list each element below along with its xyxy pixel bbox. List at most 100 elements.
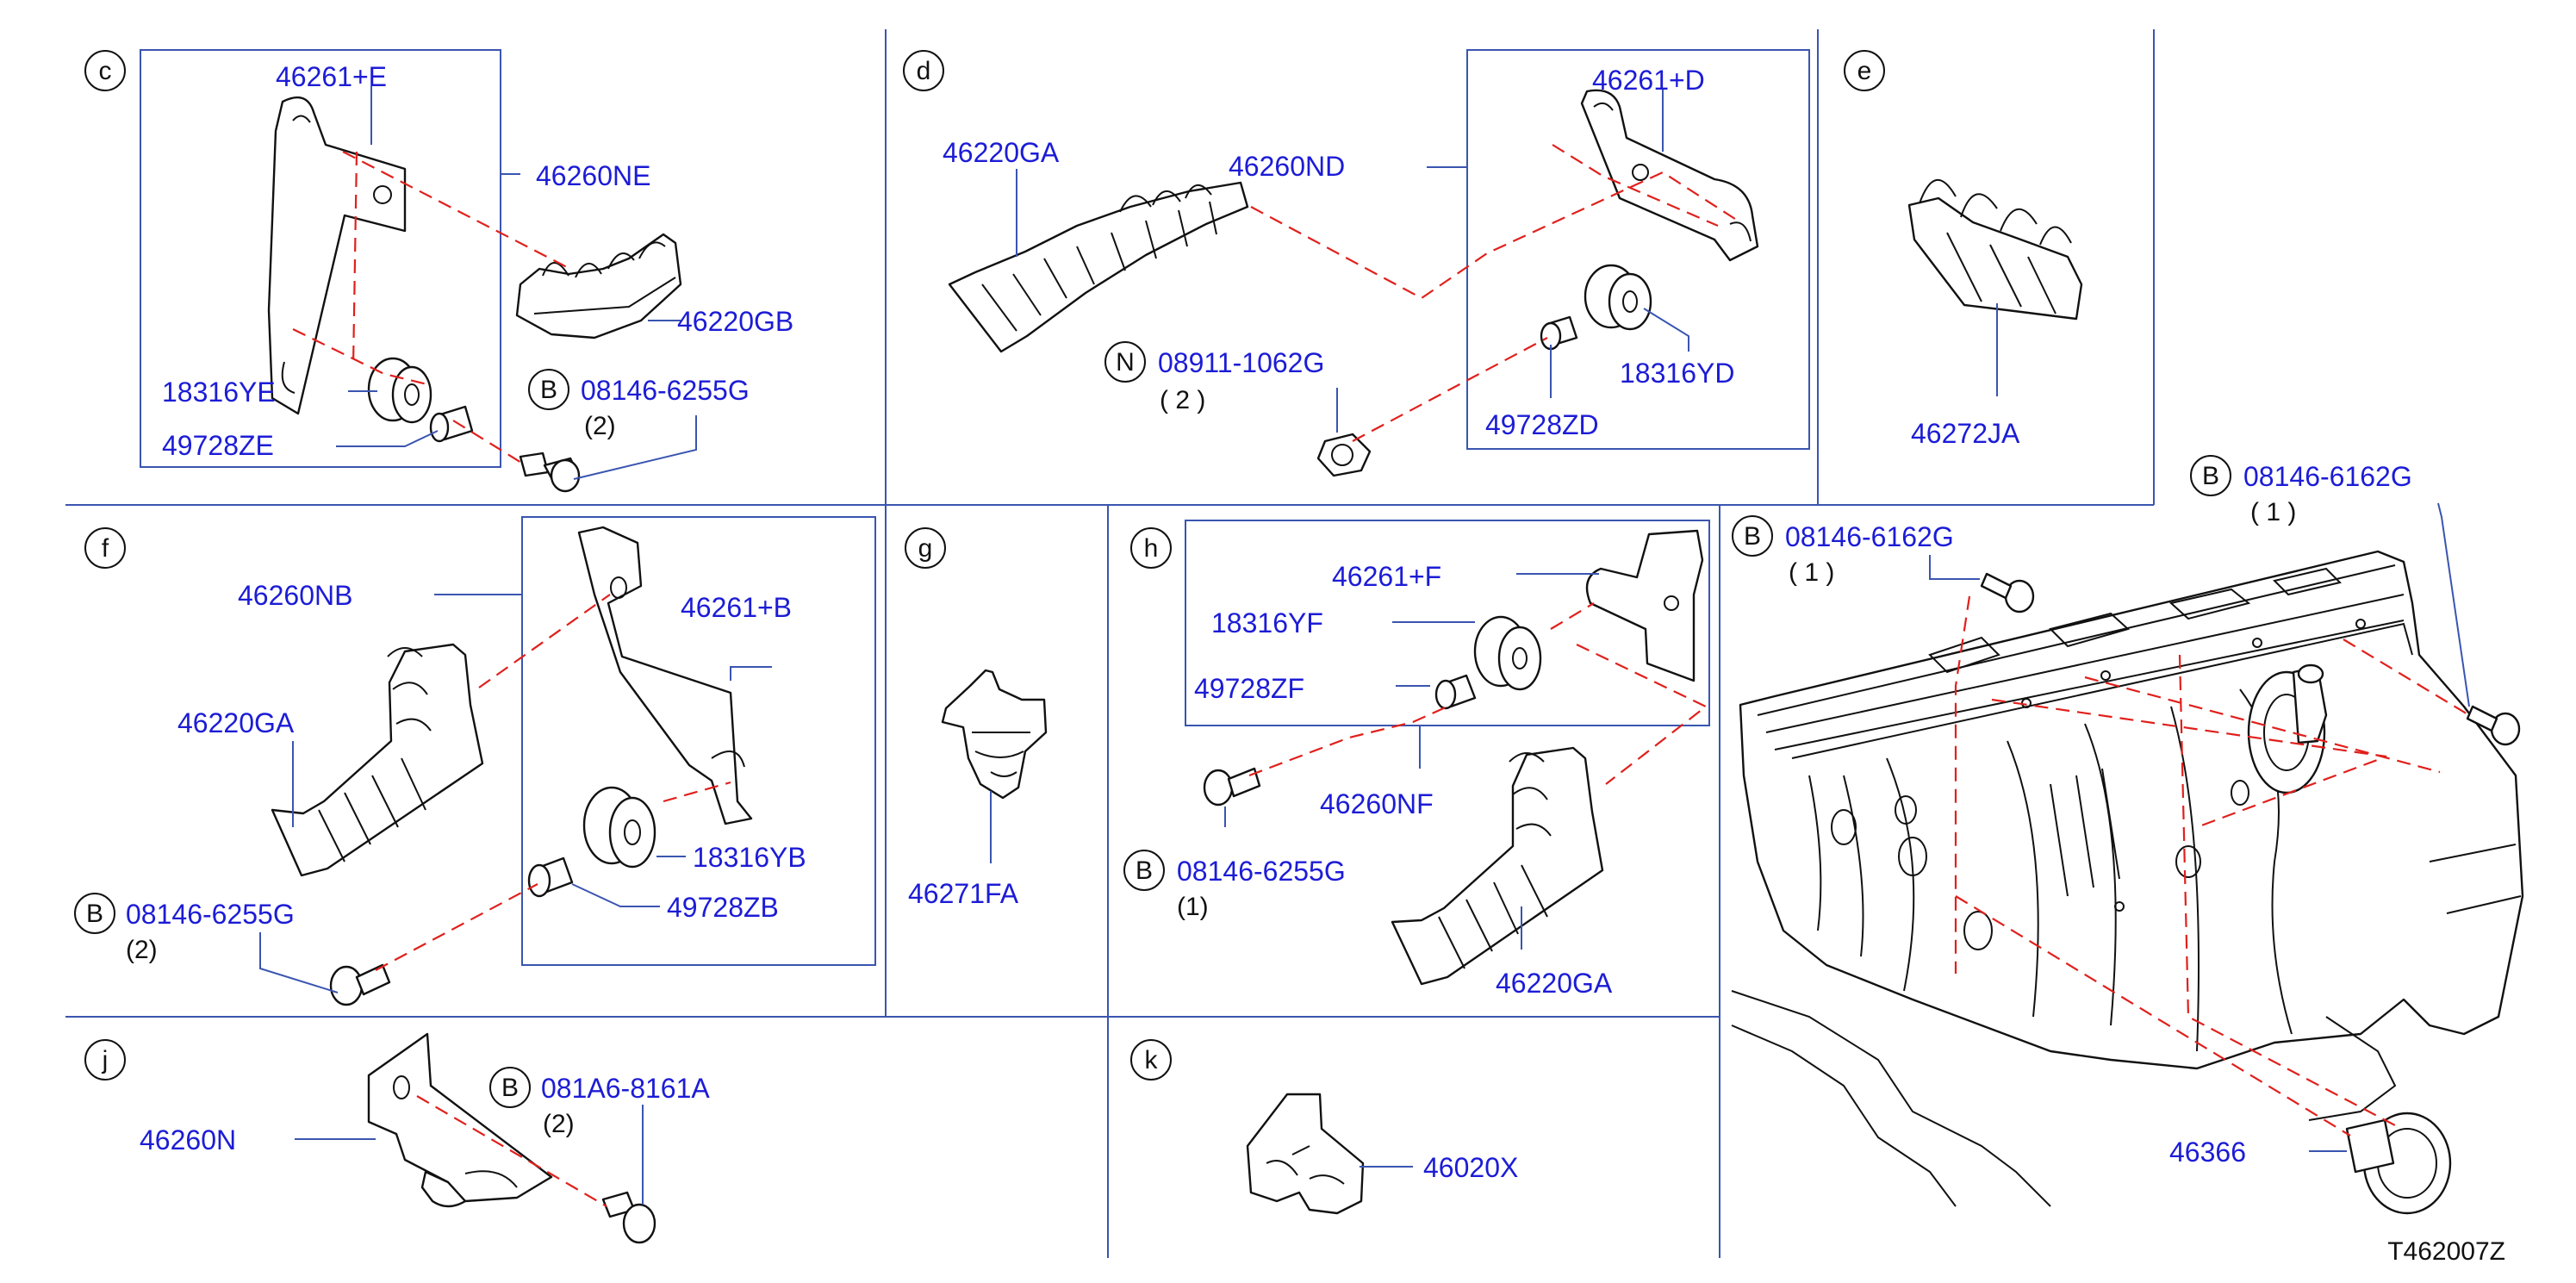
part-number-08146-6255g-c: 08146-6255G: [581, 375, 750, 406]
bracket-46260n-drawing: [367, 1032, 553, 1208]
section-k-marker: [1130, 1039, 1172, 1081]
clip-46220ga-f-drawing: [271, 643, 484, 877]
grommet-46366-drawing: [2345, 1112, 2452, 1215]
section-k: k 46020X: [1130, 1039, 1518, 1215]
bolt-prefix-marker: [74, 893, 115, 934]
part-number-08146-6162g-right: 08146-6162G: [2243, 461, 2412, 492]
clip-46020x-drawing: [1246, 1093, 1365, 1215]
bolt-prefix-b: B: [540, 376, 557, 404]
clip-46220ga-h-drawing: [1391, 746, 1604, 986]
quantity-main-bolt-right: ( 1 ): [2250, 498, 2296, 526]
part-number-46261b: 46261+B: [681, 592, 792, 623]
section-c-letter: c: [99, 57, 112, 85]
section-c-marker: [84, 50, 126, 91]
part-number-49728zb: 49728ZB: [667, 892, 779, 923]
part-number-46261d: 46261+D: [1592, 65, 1705, 96]
section-c: c: [84, 49, 793, 493]
quantity-f-bolt: (2): [126, 936, 158, 964]
master-cylinder-drawing: [2247, 663, 2328, 794]
section-h: h: [1123, 520, 1710, 999]
part-number-08146-6255g-f: 08146-6255G: [126, 899, 295, 930]
section-e: e 46272JA: [1844, 50, 2083, 449]
part-number-46272ja: 46272JA: [1911, 418, 2020, 449]
bracket-46261b-drawing: [577, 526, 753, 825]
collar-49728zb-drawing: [527, 856, 574, 898]
section-j-marker: [84, 1039, 126, 1081]
bolt-prefix-marker: [1123, 850, 1165, 891]
nut-prefix-marker: [1104, 341, 1146, 383]
section-d-frame: [1466, 49, 1810, 450]
quantity-d-nut: ( 2 ): [1160, 386, 1205, 414]
bolt-prefix-b: B: [501, 1074, 519, 1102]
part-number-46260n: 46260N: [140, 1124, 236, 1155]
collar-49728zf-drawing: [1434, 674, 1477, 710]
clip-46220ga-d-drawing: [948, 181, 1249, 353]
section-g-letter: g: [918, 534, 933, 563]
section-f-marker: [84, 527, 126, 569]
section-d-marker: [903, 50, 944, 91]
section-g-marker: [905, 527, 946, 569]
section-f-letter: f: [102, 534, 109, 563]
section-h-marker: [1130, 527, 1172, 569]
bolt-prefix-b: B: [2202, 462, 2219, 490]
bolt-08146-6255g-c-drawing: [519, 452, 581, 493]
part-number-081a6-8161a: 081A6-8161A: [541, 1073, 710, 1104]
part-number-08911-1062g: 08911-1062G: [1158, 347, 1324, 378]
part-number-46220ga-d: 46220GA: [943, 137, 1060, 168]
clip-46271fa-drawing: [941, 669, 1048, 800]
part-number-18316yf: 18316YF: [1211, 607, 1323, 638]
section-d: d: [903, 49, 1810, 477]
part-number-46020x: 46020X: [1423, 1152, 1518, 1183]
clip-46272ja-drawing: [1907, 179, 2083, 321]
section-grid: [65, 29, 2155, 1258]
grommet-18316yb-drawing: [582, 786, 656, 869]
bolt-prefix-marker: [1732, 515, 1773, 557]
section-k-letter: k: [1145, 1046, 1159, 1074]
section-j-letter: j: [102, 1046, 109, 1074]
nut-prefix-n: N: [1116, 348, 1135, 377]
section-j: j 46260N B 081A6-8161A (2): [84, 1032, 710, 1244]
grommet-18316yd-drawing: [1584, 264, 1652, 331]
section-e-letter: e: [1857, 57, 1872, 85]
bolt-08146-6162g-right-drawing: [2466, 705, 2521, 746]
grommet-18316yf-drawing: [1473, 615, 1542, 691]
part-number-18316ye: 18316YE: [162, 377, 276, 408]
bolt-081a6-8161a-drawing: [601, 1191, 656, 1244]
section-f-frame: [521, 516, 876, 966]
part-number-46366: 46366: [2169, 1137, 2246, 1168]
part-number-49728zd: 49728ZD: [1485, 409, 1599, 440]
quantity-c-bolt: (2): [584, 412, 616, 440]
part-number-46261f: 46261+F: [1332, 561, 1441, 592]
part-number-18316yb: 18316YB: [693, 842, 806, 873]
part-number-46260ne: 46260NE: [536, 160, 650, 191]
clip-46220gb-drawing: [515, 233, 682, 339]
quantity-j-bolt: (2): [543, 1110, 575, 1138]
section-main-body-view: B 08146-6162G ( 1 ) B 08146-6162G ( 1 ) …: [1731, 455, 2524, 1215]
collar-49728ze-drawing: [429, 405, 474, 443]
nut-08911-1062g-drawing: [1316, 433, 1372, 477]
section-d-letter: d: [917, 57, 931, 85]
part-number-49728ze: 49728ZE: [162, 430, 274, 461]
bracket-46261f-drawing: [1585, 529, 1704, 682]
diagram-id: T462007Z: [2387, 1237, 2505, 1266]
bolt-prefix-marker: [489, 1067, 531, 1108]
grommet-18316ye-drawing: [367, 357, 432, 424]
section-f: f: [74, 516, 876, 1006]
part-number-46260nf: 46260NF: [1320, 788, 1434, 819]
part-number-46271fa: 46271FA: [908, 878, 1019, 909]
quantity-h-bolt: (1): [1177, 893, 1209, 921]
section-c-frame: [140, 49, 501, 468]
bracket-46261d-drawing: [1580, 89, 1759, 262]
section-h-frame: [1185, 520, 1710, 726]
bolt-prefix-marker: [2190, 455, 2231, 496]
dash-panel-drawing: [1731, 550, 2524, 1207]
bolt-08146-6162g-left-drawing: [1980, 572, 2035, 613]
part-number-46220ga-h: 46220GA: [1496, 968, 1613, 999]
part-number-49728zf: 49728ZF: [1194, 673, 1304, 704]
collar-49728zd-drawing: [1540, 315, 1578, 351]
part-number-08146-6255g-h: 08146-6255G: [1177, 856, 1346, 887]
bolt-prefix-b: B: [86, 900, 103, 928]
section-e-marker: [1844, 50, 1885, 91]
